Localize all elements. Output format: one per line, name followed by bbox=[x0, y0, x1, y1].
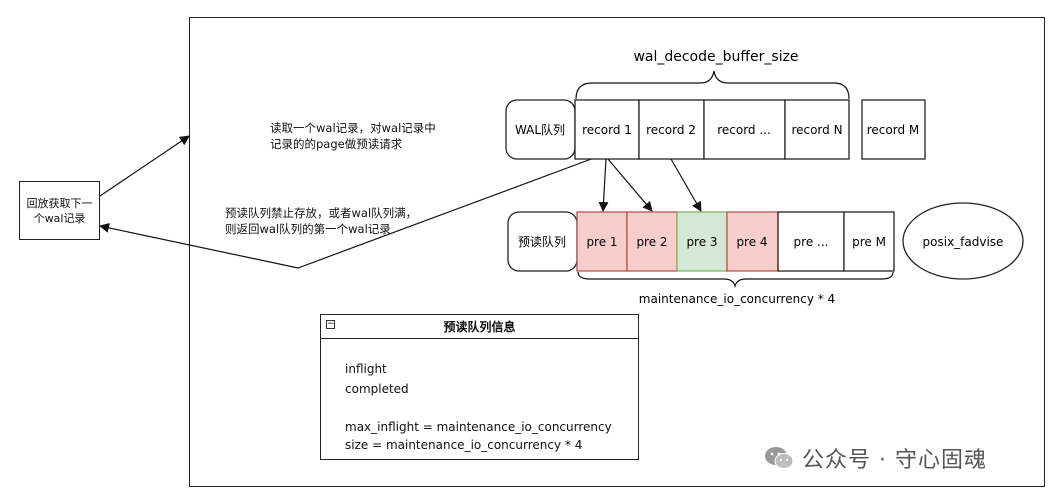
prefetch-size-label: maintenance_io_concurrency * 4 bbox=[639, 292, 835, 306]
record1-to-pre1-arrow bbox=[598, 158, 609, 212]
wal-record-n-label: record N bbox=[791, 123, 842, 137]
wal-record-ellipsis-box bbox=[703, 99, 786, 160]
replay-next-wal-label: 回放获取下一个wal记录 bbox=[26, 196, 93, 225]
wal-record-1-label: record 1 bbox=[582, 123, 632, 137]
pre-ellipsis-box bbox=[777, 211, 845, 272]
pre-3-box bbox=[676, 211, 728, 272]
watermark: 公众号 · 守心固魂 bbox=[764, 442, 987, 474]
pre-m-box bbox=[843, 211, 895, 272]
prefetch-info-body: inflight completed max_inflight = mainte… bbox=[321, 339, 638, 454]
prefetch-info-panel: − 预读队列信息 inflight completed max_inflight… bbox=[320, 314, 639, 460]
info-spacer bbox=[345, 399, 638, 418]
prefetch-info-title: 预读队列信息 bbox=[443, 320, 516, 334]
pre-1-box bbox=[576, 211, 628, 272]
pre-1-label: pre 1 bbox=[586, 235, 617, 249]
wal-buffer-size-label: wal_decode_buffer_size bbox=[633, 49, 798, 65]
posix-fadvise-label: posix_fadvise bbox=[923, 235, 1004, 249]
wal-record-2-box bbox=[638, 99, 705, 160]
queue-full-note: 预读队列禁止存放，或者wal队列满， 则返回wal队列的第一个wal记录 bbox=[225, 205, 417, 237]
wal-buffer-brace bbox=[575, 70, 850, 100]
main-frame bbox=[189, 17, 1045, 487]
info-line-inflight: inflight bbox=[345, 362, 387, 376]
wal-record-m-box bbox=[861, 99, 926, 160]
queue-full-note-line-1: 预读队列禁止存放，或者wal队列满， bbox=[225, 206, 418, 220]
wechat-icon bbox=[765, 447, 794, 469]
prefetch-queue-label: 预读队列 bbox=[518, 234, 566, 249]
read-wal-note: 读取一个wal记录，对wal记录中 记录的的page做预读请求 bbox=[270, 120, 436, 152]
posix-fadvise-ellipse bbox=[902, 202, 1024, 280]
prefetch-size-brace bbox=[577, 271, 894, 289]
wal-record-ellipsis-label: record ... bbox=[717, 123, 771, 137]
pre-ellipsis-label: pre ... bbox=[794, 235, 829, 249]
queue-full-note-line-2: 则返回wal队列的第一个wal记录 bbox=[225, 222, 391, 236]
wal-record-n-box bbox=[784, 99, 850, 160]
wal-record-2-label: record 2 bbox=[646, 123, 696, 137]
record1-to-pre2-arrow bbox=[607, 158, 653, 212]
read-wal-note-line-2: 记录的的page做预读请求 bbox=[270, 137, 403, 151]
wal-queue-label: WAL队列 bbox=[515, 122, 565, 137]
pre-4-label: pre 4 bbox=[736, 235, 767, 249]
info-line-completed: completed bbox=[345, 382, 409, 396]
prefetch-info-header: − 预读队列信息 bbox=[321, 315, 638, 339]
info-formula-size: size = maintenance_io_concurrency * 4 bbox=[345, 438, 583, 452]
watermark-text: 公众号 · 守心固魂 bbox=[802, 448, 987, 473]
pre-m-label: pre M bbox=[852, 235, 886, 249]
record2-to-pre3-arrow bbox=[670, 158, 702, 212]
info-formula-max-inflight: max_inflight = maintenance_io_concurrenc… bbox=[345, 420, 612, 434]
pre-3-label: pre 3 bbox=[686, 235, 717, 249]
return-first-wal-arrow bbox=[99, 157, 595, 269]
read-wal-note-line-1: 读取一个wal记录，对wal记录中 bbox=[270, 121, 436, 135]
collapse-icon[interactable]: − bbox=[326, 319, 335, 329]
wal-record-m-label: record M bbox=[867, 123, 920, 137]
wal-records: record 1 record 2 record ... record N bbox=[574, 99, 850, 160]
replay-to-read-arrow bbox=[99, 135, 190, 197]
pre-2-label: pre 2 bbox=[636, 235, 667, 249]
prefetch-entries: pre 1 pre 2 pre 3 pre 4 pre ... pre M bbox=[576, 211, 895, 272]
replay-next-wal-box: 回放获取下一个wal记录 bbox=[19, 181, 100, 240]
pre-4-box bbox=[726, 211, 779, 272]
